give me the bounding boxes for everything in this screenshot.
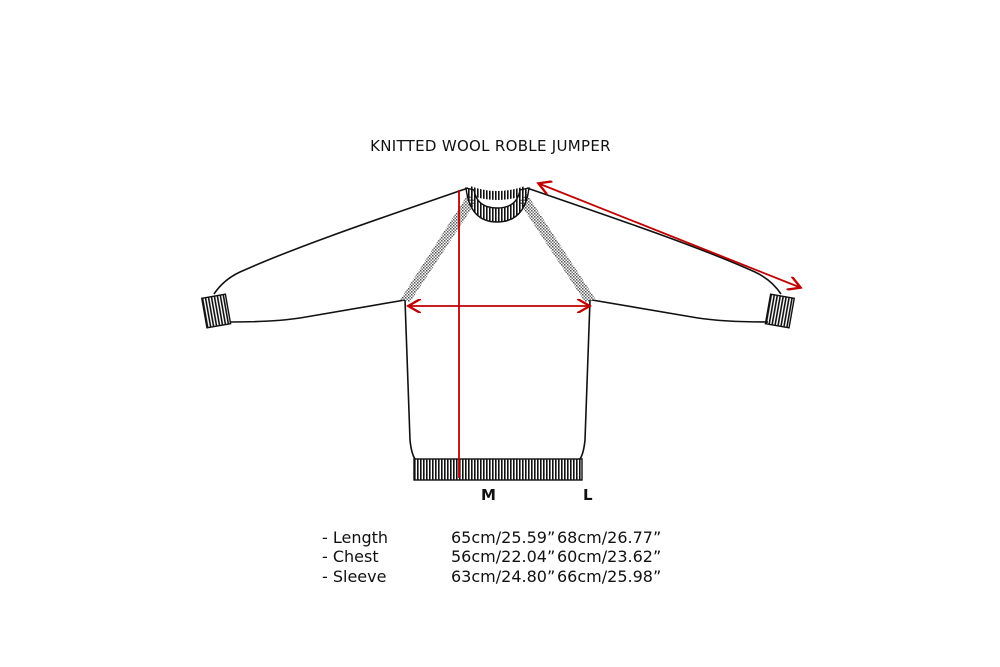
left-cuff [200, 293, 232, 329]
sleeve-line [540, 184, 799, 287]
hem-rib [413, 458, 583, 481]
right-raglan [519, 194, 596, 302]
row-sleeve-l: 66cm/25.98” [557, 567, 662, 586]
product-title: KNITTED WOOL ROBLE JUMPER [370, 137, 611, 155]
row-chest-m: 56cm/22.04” [451, 547, 556, 566]
row-sleeve-m: 63cm/24.80” [451, 567, 556, 586]
right-cuff [764, 293, 796, 329]
size-header-m: M [481, 486, 496, 504]
row-length-l: 68cm/26.77” [557, 528, 662, 547]
left-sleeve [213, 187, 469, 295]
row-length-m: 65cm/25.59” [451, 528, 556, 547]
row-label-length: - Length [322, 528, 389, 547]
row-chest-l: 60cm/23.62” [557, 547, 662, 566]
size-header-l: L [583, 486, 593, 504]
right-sleeve [526, 187, 782, 295]
row-label-chest: - Chest [322, 547, 379, 566]
collar-back [470, 186, 525, 200]
left-raglan [400, 194, 476, 302]
body-outline [404, 299, 416, 460]
collar [465, 187, 530, 223]
row-label-sleeve: - Sleeve [322, 567, 387, 586]
